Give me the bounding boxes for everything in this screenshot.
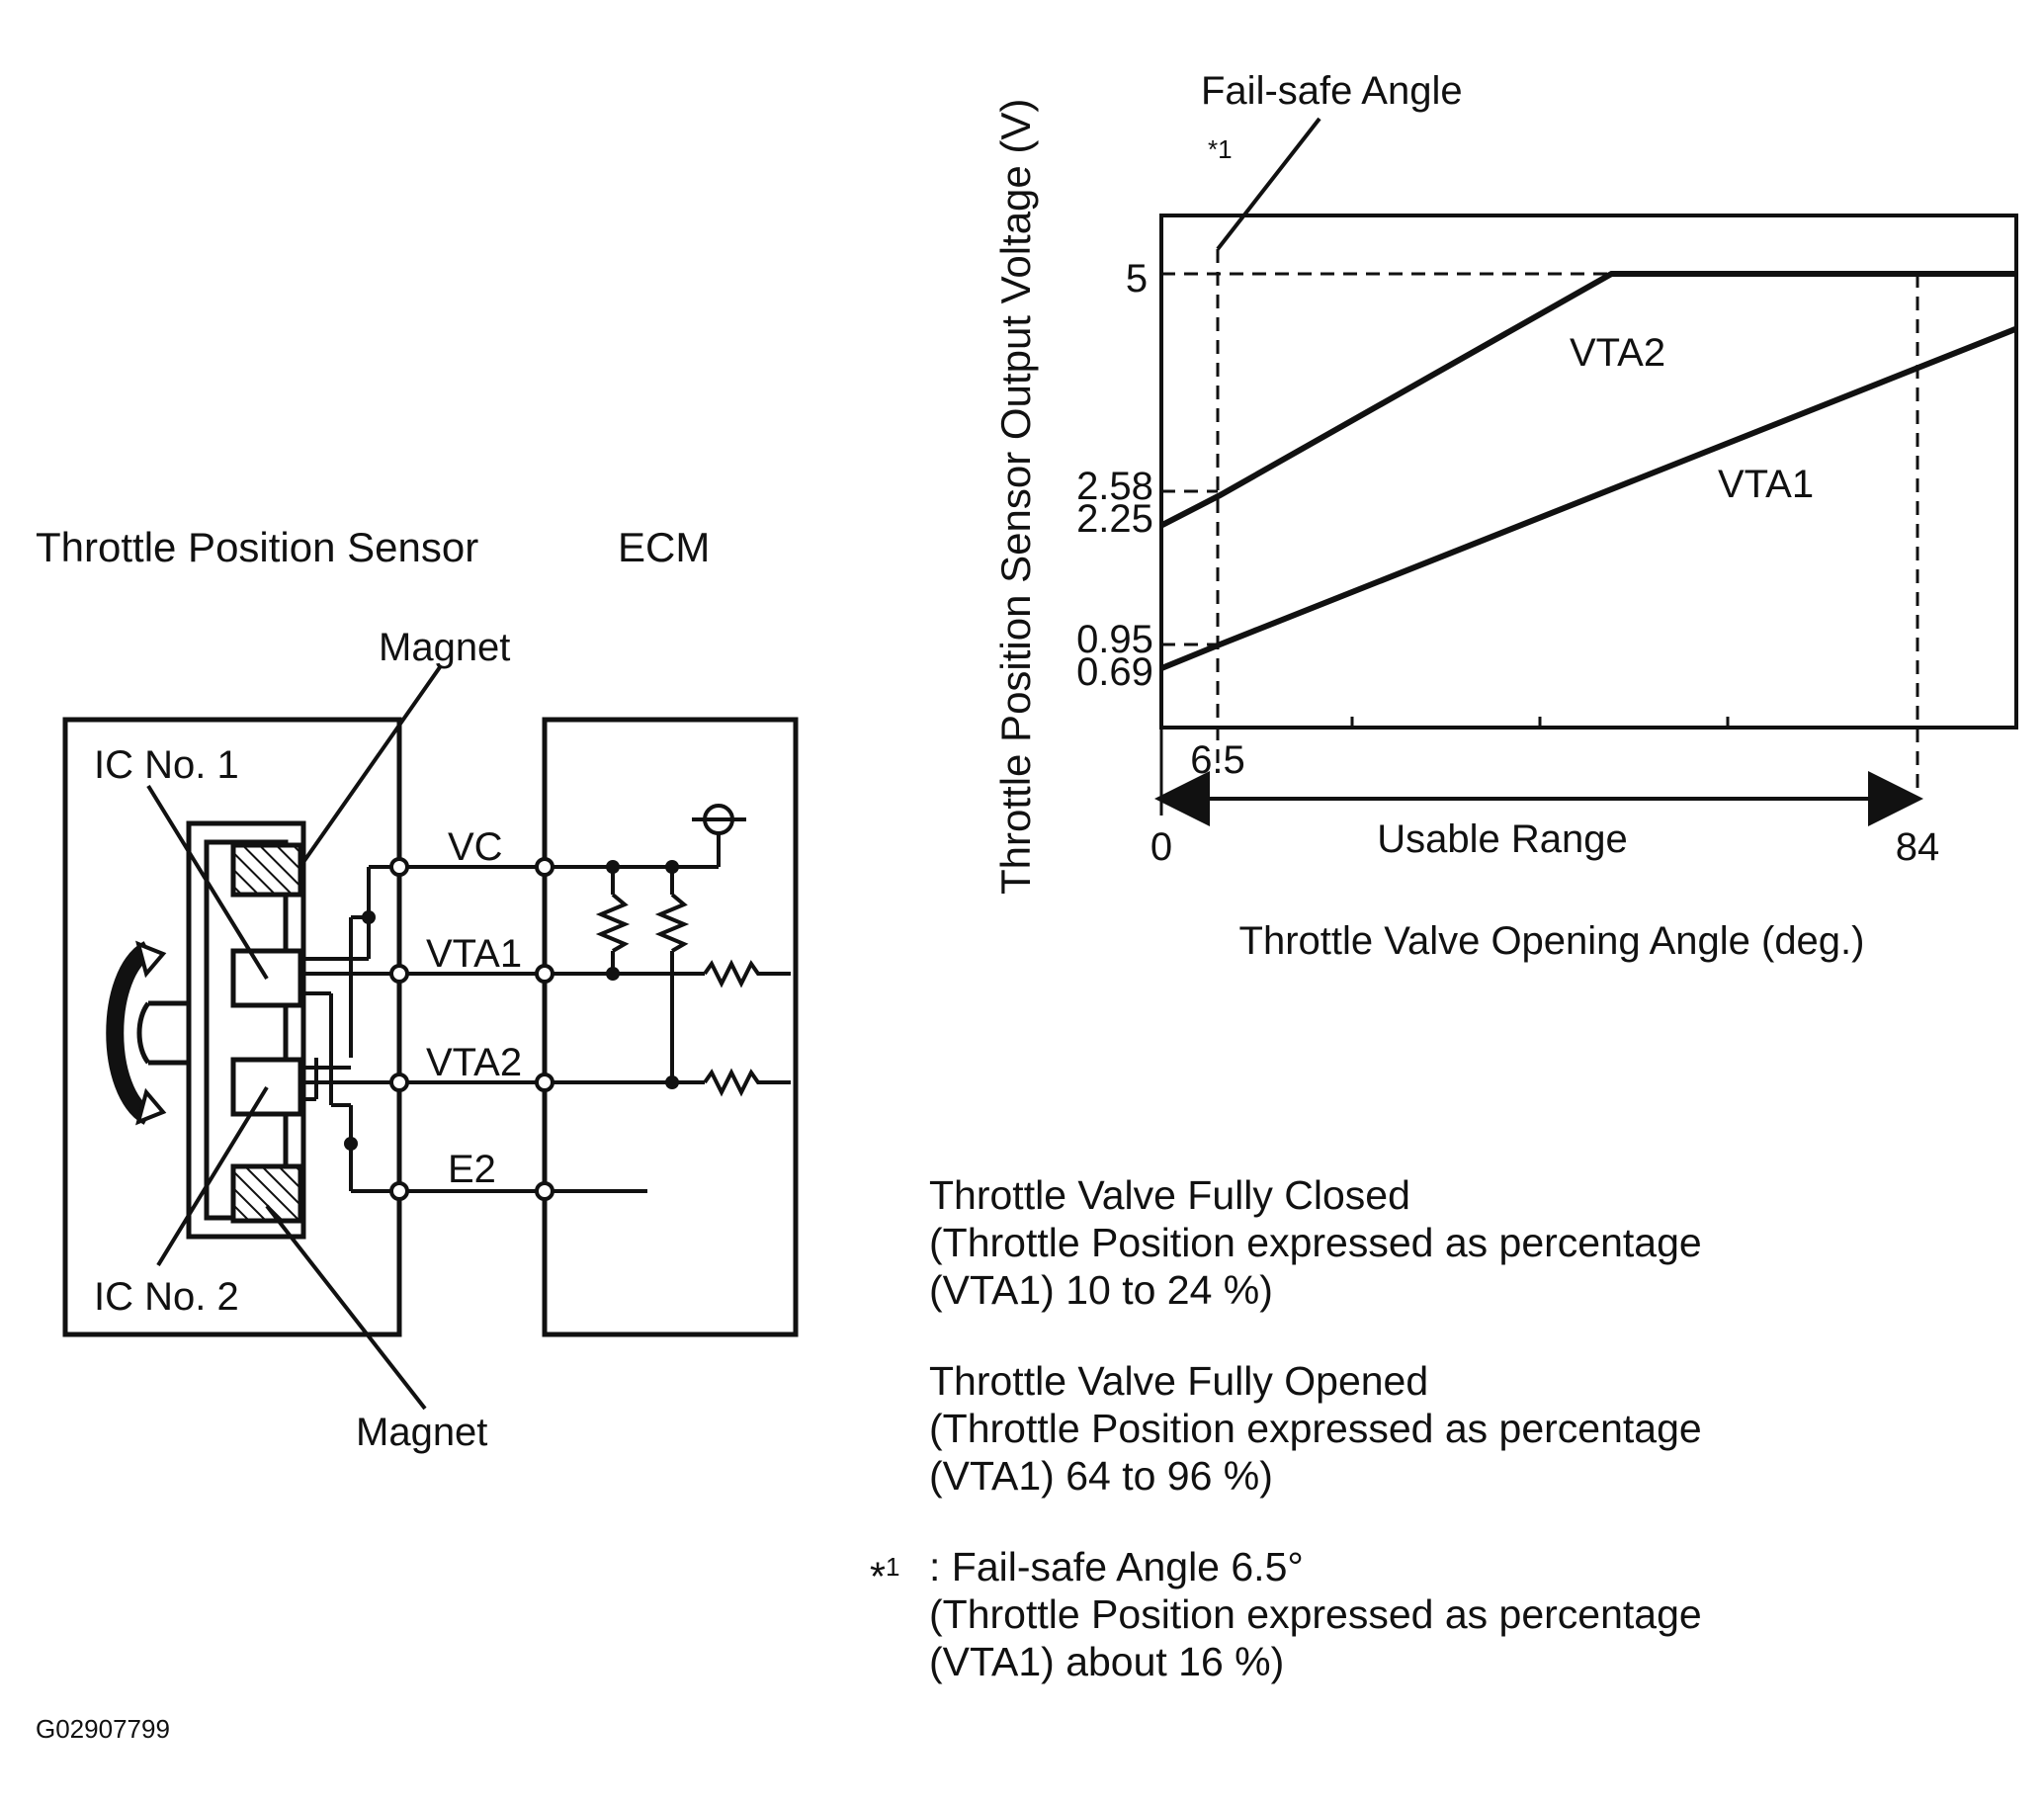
note-failsafe: *1 : Fail-safe Angle 6.5° (Throttle Posi… [870, 1543, 2016, 1685]
magnet-top-block [230, 842, 303, 898]
x-tick-6-5: 6.5 [1190, 738, 1245, 782]
y-tick-2-25: 2.25 [1076, 497, 1153, 541]
rotation-shaft-icon [106, 940, 189, 1126]
terminal-label-vc: VC [448, 825, 503, 869]
note-failsafe-title: : Fail-safe Angle 6.5° [929, 1544, 1304, 1589]
y-tick-0-95: 0.95 [1076, 618, 1153, 661]
plot-frame [1159, 214, 2018, 730]
note-closed-range: (VTA1) 10 to 24 %) [929, 1267, 1273, 1313]
terminal-label-e2: E2 [448, 1148, 496, 1191]
y-tick-0-69: 0.69 [1076, 650, 1153, 694]
note-opened-detail: (Throttle Position expressed as percenta… [929, 1406, 1702, 1451]
note-opened-title: Throttle Valve Fully Opened [929, 1358, 1429, 1404]
series-line-vta2 [1159, 271, 2016, 529]
magnet-bottom-block [230, 1163, 303, 1224]
magnet-top-leader [299, 665, 442, 867]
series-label-vta2: VTA2 [1570, 331, 1665, 375]
footnote-star: * [870, 1553, 886, 1599]
wiring [300, 804, 791, 1193]
ic2-label: IC No. 2 [94, 1275, 239, 1319]
ecm-box [542, 717, 799, 1337]
x-axis-label: Throttle Valve Opening Angle (deg.) [1239, 919, 1865, 963]
note-closed-title: Throttle Valve Fully Closed [929, 1172, 1410, 1218]
voltage-chart: Throttle Position Sensor Output Voltage … [992, 69, 2018, 963]
magnet-bottom-label: Magnet [356, 1411, 487, 1454]
ic2-chip [230, 1057, 303, 1117]
sensor-circuit-diagram: Throttle Position Sensor ECM Magnet IC N… [36, 524, 799, 1454]
sensor-housing-box [62, 717, 402, 1337]
terminal-label-vta1: VTA1 [426, 932, 522, 976]
footnote-number: 1 [885, 1552, 900, 1582]
notes-section: Throttle Valve Fully Closed (Throttle Po… [870, 1171, 2016, 1729]
figure-id: G02907799 [36, 1714, 170, 1744]
ecm-title: ECM [618, 524, 710, 570]
magnet-top-label: Magnet [379, 626, 510, 669]
note-failsafe-value: (VTA1) about 16 %) [929, 1639, 1285, 1684]
y-tick-5: 5 [1126, 257, 1148, 300]
note-fully-opened: Throttle Valve Fully Opened (Throttle Po… [929, 1357, 2016, 1500]
note-opened-range: (VTA1) 64 to 96 %) [929, 1453, 1273, 1499]
failsafe-ref: *1 [1208, 134, 1233, 164]
failsafe-label: Fail-safe Angle [1201, 69, 1463, 113]
note-fully-closed: Throttle Valve Fully Closed (Throttle Po… [929, 1171, 2016, 1314]
note-closed-detail: (Throttle Position expressed as percenta… [929, 1220, 1702, 1265]
ic2-leader [156, 1085, 269, 1267]
note-failsafe-detail: (Throttle Position expressed as percenta… [929, 1591, 1702, 1637]
magnet-bottom-leader [265, 1204, 427, 1411]
ic-holder [186, 820, 306, 1240]
failsafe-leader [1216, 117, 1321, 251]
usable-range-label: Usable Range [1377, 817, 1628, 861]
series-label-vta1: VTA1 [1718, 463, 1814, 506]
ic1-leader [146, 784, 269, 981]
footnote-mark: *1 [870, 1543, 899, 1600]
terminal-circles [389, 857, 554, 1201]
ic1-label: IC No. 1 [94, 743, 239, 787]
junction-dots [344, 860, 679, 1151]
x-tick-0: 0 [1150, 825, 1172, 869]
sensor-title: Throttle Position Sensor [36, 524, 478, 570]
x-tick-84: 84 [1896, 825, 1940, 869]
y-axis-label: Throttle Position Sensor Output Voltage … [992, 99, 1039, 895]
series-line-vta1 [1159, 325, 2018, 671]
y-tick-2-58: 2.58 [1076, 465, 1153, 508]
x-ticks [1350, 717, 1730, 728]
terminal-label-vta2: VTA2 [426, 1041, 522, 1084]
guide-lines [1161, 249, 1919, 799]
